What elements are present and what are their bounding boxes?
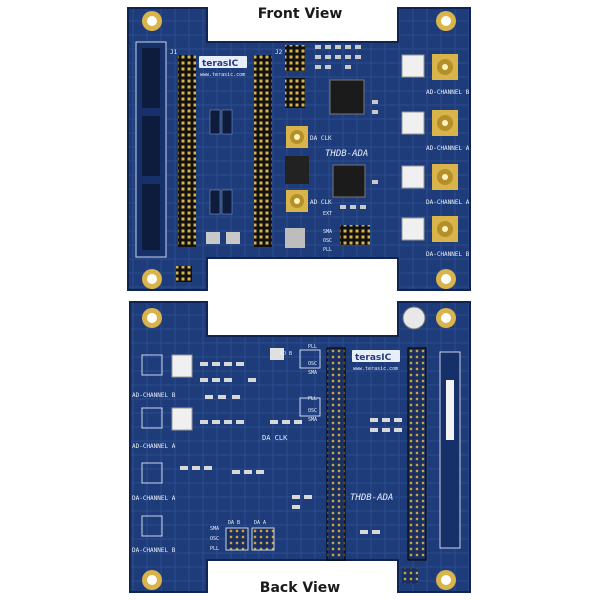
back-header-left bbox=[326, 347, 346, 561]
back-da-channel-a-label: DA-CHANNEL A bbox=[132, 495, 176, 502]
front-clock-select-jumper bbox=[340, 225, 370, 245]
back-ad-b-label: AD B bbox=[280, 351, 292, 357]
front-da-channel-b-label: DA-CHANNEL B bbox=[426, 251, 470, 258]
back-da-channel-b-label: DA-CHANNEL B bbox=[132, 547, 176, 554]
front-board-name: THDB-ADA bbox=[325, 149, 368, 159]
back-ad-channel-b-label: AD-CHANNEL B bbox=[132, 392, 176, 399]
back-osc-label-2: OSC bbox=[308, 408, 317, 414]
back-view-caption: Back View bbox=[259, 580, 341, 596]
front-board: J1 J2 terasIC www.terasic.com DA CLK AD … bbox=[127, 7, 471, 291]
front-view-caption: Front View bbox=[257, 6, 343, 22]
front-gpio-header-j1 bbox=[178, 55, 196, 247]
front-jumper-block-1 bbox=[285, 45, 305, 71]
front-da-clk-label: DA CLK bbox=[310, 135, 332, 142]
front-brand-logo: terasIC www.terasic.com bbox=[199, 56, 247, 78]
front-mounting-holes bbox=[142, 11, 456, 289]
j2-label: J2 bbox=[275, 49, 283, 56]
back-sticker-icon bbox=[402, 306, 426, 330]
front-ad-channel-a-label: AD-CHANNEL A bbox=[426, 145, 470, 152]
back-sma-label-2: SMA bbox=[308, 417, 317, 423]
front-jumper-block-2 bbox=[285, 78, 305, 108]
front-da-channel-a-label: DA-CHANNEL A bbox=[426, 199, 470, 206]
back-header-right bbox=[407, 347, 427, 561]
front-pll-label: PLL bbox=[323, 247, 332, 253]
front-ext-label: EXT bbox=[323, 211, 332, 217]
back-brand-url: www.terasic.com bbox=[353, 366, 398, 372]
front-small-components bbox=[206, 109, 240, 244]
back-da-clk-label: DA CLK bbox=[262, 434, 288, 442]
front-gpio-header-j2 bbox=[254, 55, 272, 247]
back-pll-label-3: PLL bbox=[210, 546, 219, 552]
back-transformer-1 bbox=[171, 354, 193, 378]
back-ad-channel-a-label: AD-CHANNEL A bbox=[132, 443, 176, 450]
front-osc-label: OSC bbox=[323, 238, 332, 244]
front-channel-da-b bbox=[401, 216, 458, 242]
back-pll-label-1: PLL bbox=[308, 344, 317, 350]
front-dac-chip bbox=[332, 164, 366, 198]
front-channel-da-a bbox=[401, 164, 458, 190]
front-sma-label: SMA bbox=[323, 229, 332, 235]
back-osc-label-1: OSC bbox=[308, 361, 317, 367]
back-brand-logo: terasIC www.terasic.com bbox=[352, 350, 400, 372]
back-board-name: THDB-ADA bbox=[350, 493, 393, 503]
front-channel-ad-b bbox=[401, 54, 458, 80]
back-pll-label-2: PLL bbox=[308, 396, 317, 402]
back-mounting-holes bbox=[142, 308, 456, 590]
front-channel-ad-a bbox=[401, 110, 458, 136]
j1-label: J1 bbox=[170, 49, 178, 56]
front-ad-clk-label: AD CLK bbox=[310, 199, 332, 206]
back-sma-label-3: SMA bbox=[210, 526, 219, 532]
back-da-b-label: DA B bbox=[228, 520, 240, 526]
back-hsmc-connector bbox=[439, 351, 461, 549]
back-sma-label-1: SMA bbox=[308, 370, 317, 376]
front-ad-channel-b-label: AD-CHANNEL B bbox=[426, 89, 470, 96]
back-board: terasIC www.terasic.com THDB-ADA AD-CHAN… bbox=[129, 301, 471, 593]
back-passive-components bbox=[180, 362, 402, 534]
back-transformer-2 bbox=[171, 407, 193, 431]
front-brand-url: www.terasic.com bbox=[200, 72, 245, 78]
front-ad-clk-sma bbox=[286, 190, 308, 212]
svg-text:terasIC: terasIC bbox=[202, 59, 239, 69]
back-jumper-da-b bbox=[225, 527, 249, 551]
svg-text:terasIC: terasIC bbox=[355, 353, 392, 363]
back-jumper-da-a bbox=[251, 527, 275, 551]
front-adc-chip bbox=[329, 79, 365, 115]
back-osc-label-3: OSC bbox=[210, 536, 219, 542]
front-hsmc-connector bbox=[135, 41, 167, 258]
front-da-clk-sma bbox=[286, 126, 308, 148]
front-oscillator bbox=[285, 228, 305, 248]
back-da-a-label: DA A bbox=[254, 520, 266, 526]
